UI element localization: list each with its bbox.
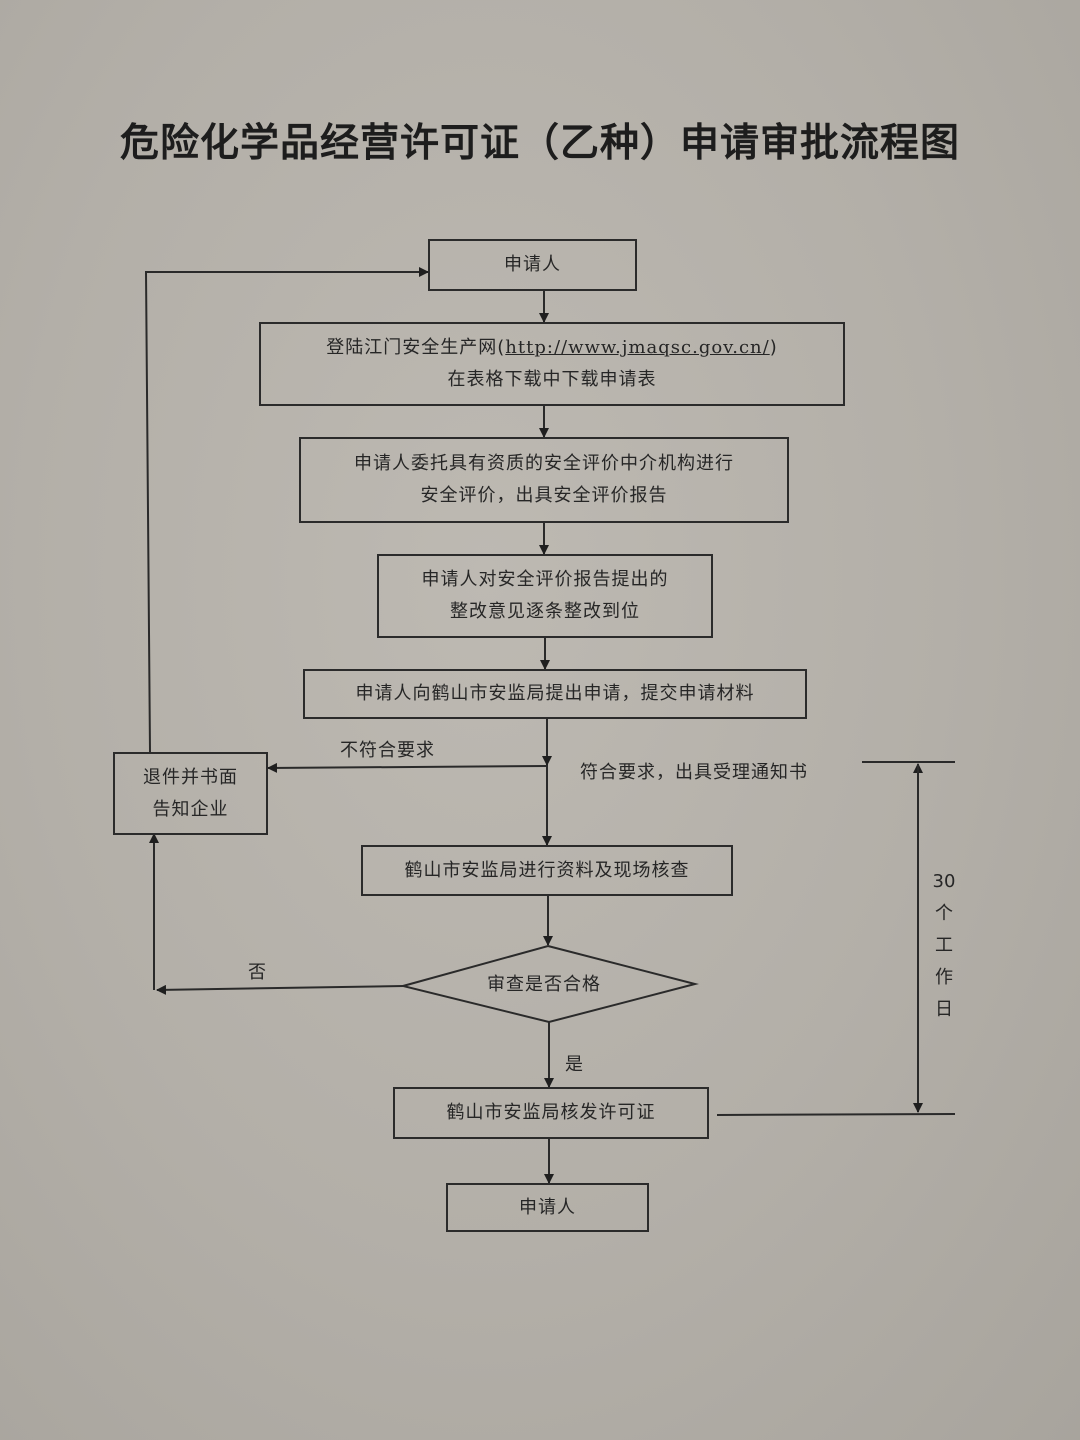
decision-text: 审查是否合格 bbox=[487, 974, 601, 995]
timeline-bottom-tick bbox=[716, 1113, 956, 1116]
node-text: 申请人向鹤山市安监局提出申请，提交申请材料 bbox=[355, 683, 755, 704]
node-text-line2: 告知企业 bbox=[152, 798, 229, 820]
node-text-line1: 申请人对安全评价报告提出的 bbox=[421, 569, 669, 590]
timeline-char: 日 bbox=[935, 999, 953, 1020]
node-text-line1: 退件并书面 bbox=[143, 766, 238, 788]
node-download-form: 登陆江门安全生产网(http://www.jmaqsc.gov.cn/) 在表格… bbox=[259, 322, 845, 406]
website-link[interactable]: http://www.jmaqsc.gov.cn/ bbox=[505, 337, 770, 358]
label-meet: 符合要求，出具受理通知书 bbox=[580, 762, 808, 783]
node-text-line2: 安全评价，出具安全评价报告 bbox=[420, 485, 668, 506]
node-text-line2: 在表格下载中下载申请表 bbox=[447, 369, 657, 390]
timeline-char: 工 bbox=[935, 935, 953, 956]
download-text-prefix: 登陆江门安全生产网( bbox=[326, 337, 506, 358]
node-text: 鹤山市安监局核发许可证 bbox=[446, 1102, 656, 1123]
node-inspection: 鹤山市安监局进行资料及现场核查 bbox=[361, 845, 733, 896]
arrow-decision-no bbox=[156, 984, 405, 995]
label-not-meet: 不符合要求 bbox=[340, 740, 435, 761]
timeline-char: 个 bbox=[935, 903, 953, 924]
node-text-line2: 整改意见逐条整改到位 bbox=[450, 601, 640, 622]
arrow-not-meet bbox=[267, 762, 548, 773]
node-rectification: 申请人对安全评价报告提出的 整改意见逐条整改到位 bbox=[377, 554, 713, 638]
node-text-line1: 申请人委托具有资质的安全评价中介机构进行 bbox=[354, 453, 734, 474]
node-text: 鹤山市安监局进行资料及现场核查 bbox=[404, 859, 690, 881]
label-no: 否 bbox=[248, 962, 267, 983]
node-applicant-start: 申请人 bbox=[428, 239, 637, 291]
decision-diamond bbox=[399, 944, 699, 1024]
node-applicant-end: 申请人 bbox=[446, 1183, 649, 1232]
node-text: 申请人 bbox=[519, 1196, 576, 1218]
arrow-return-to-start bbox=[144, 267, 429, 753]
node-text: 申请人 bbox=[504, 254, 561, 275]
node-return-notice: 退件并书面 告知企业 bbox=[113, 752, 268, 835]
timeline-label: 30 个 工 作 日 bbox=[930, 866, 958, 1026]
download-text-suffix: ) bbox=[769, 337, 778, 358]
label-yes: 是 bbox=[565, 1054, 584, 1075]
timeline-char: 30 bbox=[932, 871, 956, 892]
node-safety-evaluation: 申请人委托具有资质的安全评价中介机构进行 安全评价，出具安全评价报告 bbox=[299, 437, 789, 523]
timeline-char: 作 bbox=[935, 967, 953, 988]
page-title: 危险化学品经营许可证（乙种）申请审批流程图 bbox=[120, 120, 961, 166]
node-text-line1: 登陆江门安全生产网(http://www.jmaqsc.gov.cn/) bbox=[326, 332, 777, 364]
node-issue-license: 鹤山市安监局核发许可证 bbox=[393, 1087, 709, 1139]
node-submit-application: 申请人向鹤山市安监局提出申请，提交申请材料 bbox=[303, 669, 807, 719]
